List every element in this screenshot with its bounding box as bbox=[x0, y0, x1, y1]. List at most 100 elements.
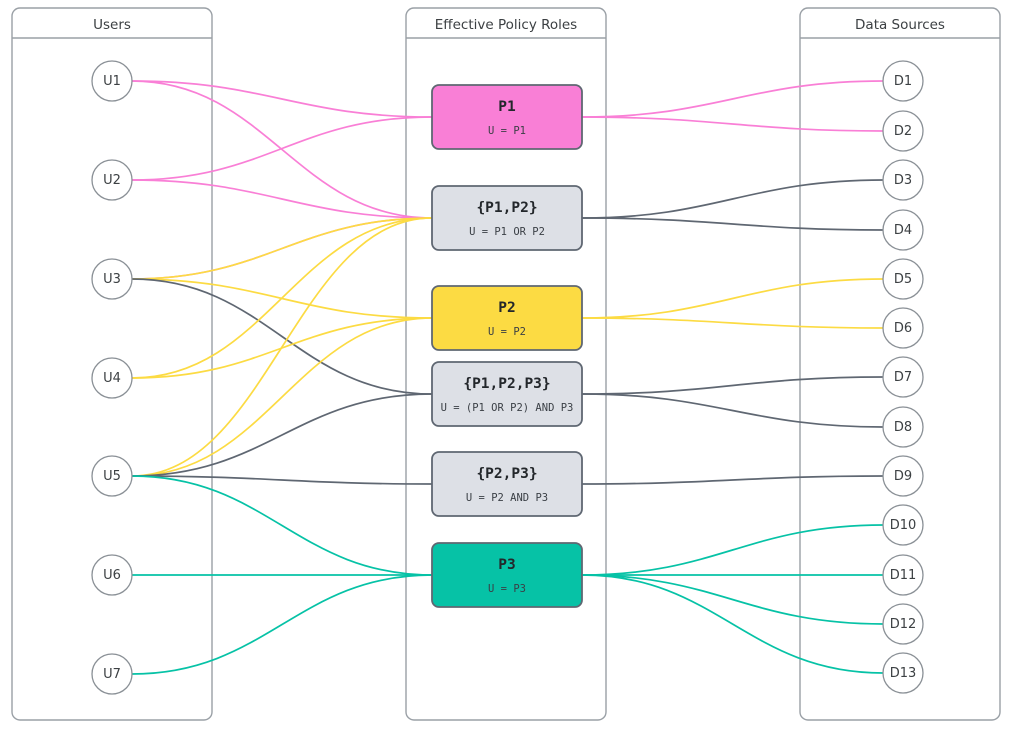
user-node-circle-U4[interactable] bbox=[91, 357, 133, 399]
role-node-P2P3[interactable]: {P2,P3} U = P2 AND P3 bbox=[431, 451, 583, 517]
link-P3-D13 bbox=[581, 574, 884, 674]
user-node-label-U6: U6 bbox=[103, 568, 121, 583]
source-node-label-D11: D11 bbox=[890, 568, 917, 583]
source-node-circle-D3[interactable] bbox=[882, 159, 924, 201]
link-P3-D12 bbox=[581, 574, 884, 625]
user-node-U1[interactable]: U1 bbox=[91, 60, 133, 102]
user-node-label-U5: U5 bbox=[103, 469, 121, 484]
link-P1P2P3-D7 bbox=[581, 376, 884, 395]
source-node-circle-D6[interactable] bbox=[882, 307, 924, 349]
link-U1-P1P2 bbox=[131, 80, 433, 219]
source-node-D12[interactable]: D12 bbox=[882, 603, 924, 645]
source-node-circle-D9[interactable] bbox=[882, 455, 924, 497]
link-U1-P1 bbox=[131, 80, 433, 118]
source-node-D10[interactable]: D10 bbox=[882, 504, 924, 546]
source-node-D5[interactable]: D5 bbox=[882, 258, 924, 300]
source-node-D2[interactable]: D2 bbox=[882, 110, 924, 152]
source-node-D7[interactable]: D7 bbox=[882, 356, 924, 398]
link-U3-P1P2P3 bbox=[131, 278, 433, 395]
source-node-D3[interactable]: D3 bbox=[882, 159, 924, 201]
role-node-P3[interactable]: P3 U = P3 bbox=[431, 542, 583, 608]
role-title-P1P2: {P1,P2} bbox=[476, 200, 537, 216]
role-expression-P1: U = P1 bbox=[488, 125, 526, 137]
source-node-D6[interactable]: D6 bbox=[882, 307, 924, 349]
source-node-D1[interactable]: D1 bbox=[882, 60, 924, 102]
source-node-label-D5: D5 bbox=[894, 272, 912, 287]
role-rect-P3[interactable] bbox=[431, 542, 583, 608]
user-node-U3[interactable]: U3 bbox=[91, 258, 133, 300]
role-title-P2: P2 bbox=[498, 300, 515, 316]
user-node-label-U7: U7 bbox=[103, 667, 121, 682]
source-node-circle-D4[interactable] bbox=[882, 209, 924, 251]
role-expression-P2P3: U = P2 AND P3 bbox=[466, 492, 548, 504]
user-node-circle-U5[interactable] bbox=[91, 455, 133, 497]
role-node-P1P2[interactable]: {P1,P2} U = P1 OR P2 bbox=[431, 185, 583, 251]
role-rect-P2[interactable] bbox=[431, 285, 583, 351]
role-node-P2[interactable]: P2 U = P2 bbox=[431, 285, 583, 351]
user-node-U7[interactable]: U7 bbox=[91, 653, 133, 695]
source-node-circle-D10[interactable] bbox=[882, 504, 924, 546]
source-node-D13[interactable]: D13 bbox=[882, 652, 924, 694]
role-title-P1P2P3: {P1,P2,P3} bbox=[463, 376, 550, 392]
role-expression-P1P2: U = P1 OR P2 bbox=[469, 226, 545, 238]
source-node-circle-D12[interactable] bbox=[882, 603, 924, 645]
role-expression-P3: U = P3 bbox=[488, 583, 526, 595]
role-rect-P1P2P3[interactable] bbox=[431, 361, 583, 427]
source-node-D4[interactable]: D4 bbox=[882, 209, 924, 251]
user-node-circle-U7[interactable] bbox=[91, 653, 133, 695]
role-expression-P2: U = P2 bbox=[488, 326, 526, 338]
role-title-P2P3: {P2,P3} bbox=[476, 466, 537, 482]
role-node-P1P2P3[interactable]: {P1,P2,P3}U = (P1 OR P2) AND P3 bbox=[431, 361, 583, 427]
user-node-circle-U1[interactable] bbox=[91, 60, 133, 102]
source-node-circle-D5[interactable] bbox=[882, 258, 924, 300]
column-title-users: Users bbox=[93, 17, 131, 33]
role-node-P1[interactable]: P1 U = P1 bbox=[431, 84, 583, 150]
role-to-source-links bbox=[581, 80, 884, 674]
source-node-D8[interactable]: D8 bbox=[882, 406, 924, 448]
user-node-circle-U2[interactable] bbox=[91, 159, 133, 201]
source-node-label-D7: D7 bbox=[894, 370, 912, 385]
source-node-circle-D11[interactable] bbox=[882, 554, 924, 596]
user-node-U6[interactable]: U6 bbox=[91, 554, 133, 596]
source-node-circle-D1[interactable] bbox=[882, 60, 924, 102]
user-node-U5[interactable]: U5 bbox=[91, 455, 133, 497]
link-P1-D2 bbox=[581, 116, 884, 132]
link-U3-P1P2 bbox=[131, 217, 433, 280]
link-U7-P3 bbox=[131, 574, 433, 675]
role-title-P3: P3 bbox=[498, 557, 515, 573]
role-rect-P1P2[interactable] bbox=[431, 185, 583, 251]
source-node-circle-D7[interactable] bbox=[882, 356, 924, 398]
source-node-label-D1: D1 bbox=[894, 74, 912, 89]
source-node-label-D8: D8 bbox=[894, 420, 912, 435]
source-node-label-D6: D6 bbox=[894, 321, 912, 336]
link-P3-D10 bbox=[581, 524, 884, 576]
role-title-P1: P1 bbox=[498, 99, 516, 115]
link-U4-P1P2 bbox=[131, 217, 433, 379]
user-node-label-U3: U3 bbox=[103, 272, 121, 287]
source-node-label-D2: D2 bbox=[894, 124, 912, 139]
source-node-circle-D2[interactable] bbox=[882, 110, 924, 152]
user-node-circle-U6[interactable] bbox=[91, 554, 133, 596]
user-node-U4[interactable]: U4 bbox=[91, 357, 133, 399]
source-node-circle-D8[interactable] bbox=[882, 406, 924, 448]
source-node-D11[interactable]: D11 bbox=[882, 554, 924, 596]
link-U5-P2 bbox=[131, 317, 433, 477]
source-node-circle-D13[interactable] bbox=[882, 652, 924, 694]
source-node-label-D13: D13 bbox=[890, 666, 917, 681]
source-node-label-D3: D3 bbox=[894, 173, 912, 188]
user-node-U2[interactable]: U2 bbox=[91, 159, 133, 201]
role-rect-P1[interactable] bbox=[431, 84, 583, 150]
link-U5-P3 bbox=[131, 475, 433, 576]
source-node-label-D4: D4 bbox=[894, 223, 912, 238]
link-U2-P1P2 bbox=[131, 179, 433, 219]
role-rect-P2P3[interactable] bbox=[431, 451, 583, 517]
user-node-circle-U3[interactable] bbox=[91, 258, 133, 300]
link-P2-D5 bbox=[581, 278, 884, 319]
policy-role-nodes: P1 U = P1 {P1,P2} U = P1 OR P2 P2 U = P2 {P1,P… bbox=[431, 84, 583, 608]
source-node-D9[interactable]: D9 bbox=[882, 455, 924, 497]
user-node-label-U1: U1 bbox=[103, 74, 121, 89]
